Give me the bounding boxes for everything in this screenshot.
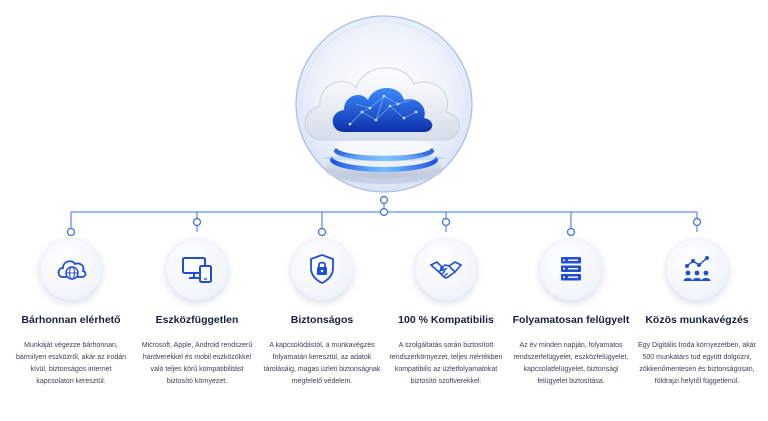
junction-node [692,217,702,227]
feature-description: Munkáját végezze bárhonnan, bármilyen es… [15,342,127,385]
feature-description: Az év minden napján, folyamatos rendszer… [513,342,629,385]
feature-title: Biztonságos [290,314,354,326]
server-rack-icon [561,257,581,281]
feature-icon-circle [166,238,228,300]
feature-device-independent: Eszközfüggetlen Microsoft, Apple, Androi… [133,238,261,388]
feature-icon-circle [40,238,102,300]
feature-icon-circle [415,238,477,300]
feature-monitored: Folyamatosan felügyelt Az év minden napj… [507,238,635,388]
feature-secure: Biztonságos A kapcsolódástól, a munkavég… [258,238,386,388]
feature-description: A kapcsolódástól, a munkavégzés folyamat… [263,342,381,385]
feature-title: Eszközfüggetlen [155,314,239,326]
junction-node [66,227,76,237]
team-network-icon [683,256,711,281]
feature-title: Bárhonnan elérhető [21,314,121,326]
feature-title: Közös munkavégzés [645,314,749,326]
feature-collaboration: Közös munkavégzés Egy Digitális Iroda kö… [633,238,761,388]
junction-node [441,217,451,227]
junction-node [317,227,327,237]
handshake-icon [429,261,463,279]
feature-anywhere: Bárhonnan elérhető Munkáját végezze bárh… [7,238,135,388]
feature-description: Egy Digitális Iroda környezetben, akár 5… [638,342,756,385]
junction-node [379,207,389,217]
feature-icon-circle [666,238,728,300]
feature-compatible: 100 % Kompatibilis A szolgáltatás során … [382,238,510,388]
feature-description: Microsoft, Apple, Android rendszerű hard… [141,342,253,385]
junction-node [379,195,389,205]
devices-icon [182,257,212,283]
feature-title: Folyamatosan felügyelt [512,314,630,326]
junction-node [192,217,202,227]
feature-icon-circle [540,238,602,300]
junction-node [566,227,576,237]
shield-lock-icon [310,254,334,285]
feature-title: 100 % Kompatibilis [398,314,494,326]
feature-description: A szolgáltatás során biztosított rendsze… [389,342,503,385]
cloud-globe-icon [57,260,87,280]
feature-icon-circle [291,238,353,300]
